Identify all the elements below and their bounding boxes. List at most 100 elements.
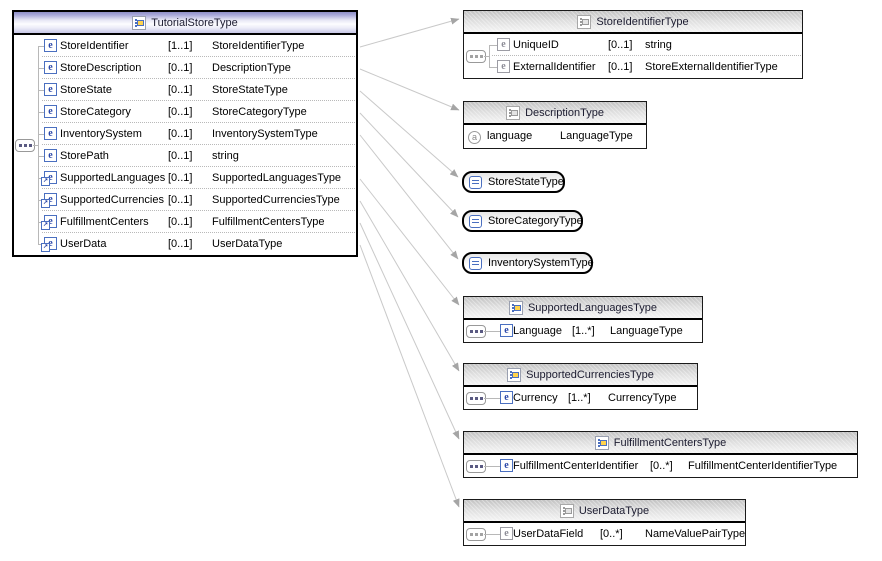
element-icon [500,527,513,540]
element-row-storedescription[interactable]: StoreDescription [0..1] DescriptionType [14,57,356,79]
attribute-row-language[interactable]: language LanguageType [464,125,646,148]
element-row-fulfillmentcenters[interactable]: FulfillmentCenters [0..1] FulfillmentCen… [14,211,356,233]
type-title: StoreCategoryType [488,215,583,227]
complex-type-box-fulfillmentcenterstype[interactable]: FulfillmentCentersType FulfillmentCenter… [463,431,858,478]
element-row-fulfillmentcenteridentifier[interactable]: FulfillmentCenterIdentifier [0..*] Fulfi… [464,455,857,477]
complex-type-box-storeidentifiertype[interactable]: StoreIdentifierType UniqueID [0..1] stri… [463,10,803,79]
element-icon [44,39,57,52]
element-name: UserDataField [513,528,584,540]
element-row-supportedcurrencies[interactable]: SupportedCurrencies [0..1] SupportedCurr… [14,189,356,211]
element-icon [497,60,510,73]
element-name: Language [513,325,562,337]
element-name: FulfillmentCenterIdentifier [513,460,639,472]
tree-connector [484,466,500,467]
tree-trunk [489,45,490,67]
element-icon [497,38,510,51]
element-cardinality: [0..*] [650,460,673,472]
complex-type-box-descriptiontype[interactable]: DescriptionType language LanguageType [463,101,647,149]
element-row-userdata[interactable]: UserData [0..1] UserDataType [14,233,356,255]
attribute-type: LanguageType [560,130,633,142]
element-reference-icon [41,171,57,186]
element-type: FulfillmentCenterIdentifierType [688,460,838,472]
tree-connector [484,398,500,399]
element-cardinality: [0..*] [600,528,623,540]
element-row-externalidentifier[interactable]: ExternalIdentifier [0..1] StoreExternalI… [464,56,802,78]
complex-type-icon [508,300,523,315]
element-type: StoreCategoryType [212,106,307,118]
element-name: StoreIdentifier [60,40,129,52]
element-name: StoreDescription [60,62,142,74]
type-header[interactable]: UserDataType [464,500,745,523]
complex-type-icon [559,503,574,518]
simple-type-pill-storestatetype[interactable]: StoreStateType [462,171,565,193]
type-header[interactable]: TutorialStoreType [14,12,356,35]
type-title: SupportedCurrenciesType [526,368,654,381]
type-header[interactable]: SupportedLanguagesType [464,297,702,320]
element-name: SupportedLanguages [60,172,166,184]
element-row-storepath[interactable]: StorePath [0..1] string [14,145,356,167]
type-header[interactable]: DescriptionType [464,102,646,125]
element-type: SupportedLanguagesType [212,172,342,184]
complex-type-box-tutorialstoretype[interactable]: TutorialStoreType StoreIdentifier [1..1]… [12,10,358,257]
simple-type-icon [469,214,482,228]
element-name: FulfillmentCenters [60,216,149,228]
tree-connector [484,56,489,57]
element-row-storecategory[interactable]: StoreCategory [0..1] StoreCategoryType [14,101,356,123]
tree-connector [484,534,500,535]
tree-stub [38,46,44,47]
element-name: UserData [60,238,107,250]
element-type: CurrencyType [608,392,677,404]
type-header[interactable]: SupportedCurrenciesType [464,364,697,387]
element-cardinality: [0..1] [608,39,633,51]
element-type: LanguageType [610,325,683,337]
element-type: FulfillmentCentersType [212,216,325,228]
type-title: FulfillmentCentersType [613,436,727,449]
type-header[interactable]: FulfillmentCentersType [464,432,857,455]
element-row-inventorysystem[interactable]: InventorySystem [0..1] InventorySystemTy… [14,123,356,145]
element-name: UniqueID [513,39,559,51]
type-title: DescriptionType [525,106,604,119]
attribute-name: language [487,130,533,142]
element-cardinality: [0..1] [168,194,193,206]
element-name: ExternalIdentifier [513,61,596,73]
type-title: UserDataType [578,504,650,517]
element-name: InventorySystem [60,128,142,140]
element-type: DescriptionType [212,62,291,74]
complex-type-box-supportedlanguagestype[interactable]: SupportedLanguagesType Language [1..*] L… [463,296,703,343]
element-row-language[interactable]: Language [1..*] LanguageType [464,320,702,342]
element-type: StoreIdentifierType [212,40,305,52]
element-cardinality: [0..1] [168,216,193,228]
element-row-supportedlanguages[interactable]: SupportedLanguages [0..1] SupportedLangu… [14,167,356,189]
element-reference-icon [41,237,57,252]
sequence-icon [466,460,486,473]
element-cardinality: [0..1] [608,61,633,73]
element-type: SupportedCurrenciesType [212,194,340,206]
element-row-storeidentifier[interactable]: StoreIdentifier [1..1] StoreIdentifierTy… [14,35,356,57]
simple-type-pill-storecategorytype[interactable]: StoreCategoryType [462,210,583,232]
element-cardinality: [0..1] [168,238,193,250]
type-title: StoreStateType [488,176,564,188]
element-name: Currency [513,392,558,404]
element-name: SupportedCurrencies [60,194,164,206]
element-row-storestate[interactable]: StoreState [0..1] StoreStateType [14,79,356,101]
type-title: InventorySystemType [488,257,594,269]
element-reference-icon [41,193,57,208]
element-type: string [212,150,239,162]
element-cardinality: [1..*] [572,325,595,337]
element-row-uniqueid[interactable]: UniqueID [0..1] string [464,34,802,56]
complex-type-box-userdatatype[interactable]: UserDataType UserDataField [0..*] NameVa… [463,499,746,546]
complex-type-box-supportedcurrenciestype[interactable]: SupportedCurrenciesType Currency [1..*] … [463,363,698,410]
element-cardinality: [0..1] [168,172,193,184]
complex-type-icon [507,367,522,382]
complex-type-icon [506,105,521,120]
type-title: TutorialStoreType [151,16,238,29]
type-header[interactable]: StoreIdentifierType [464,11,802,34]
complex-type-icon [594,435,609,450]
type-title: SupportedLanguagesType [527,301,658,314]
element-icon [44,149,57,162]
element-row-currency[interactable]: Currency [1..*] CurrencyType [464,387,697,409]
element-cardinality: [0..1] [168,84,193,96]
element-row-userdatafield[interactable]: UserDataField [0..*] NameValuePairType [464,523,745,545]
tree-stub [38,90,44,91]
simple-type-pill-inventorysystemtype[interactable]: InventorySystemType [462,252,594,274]
